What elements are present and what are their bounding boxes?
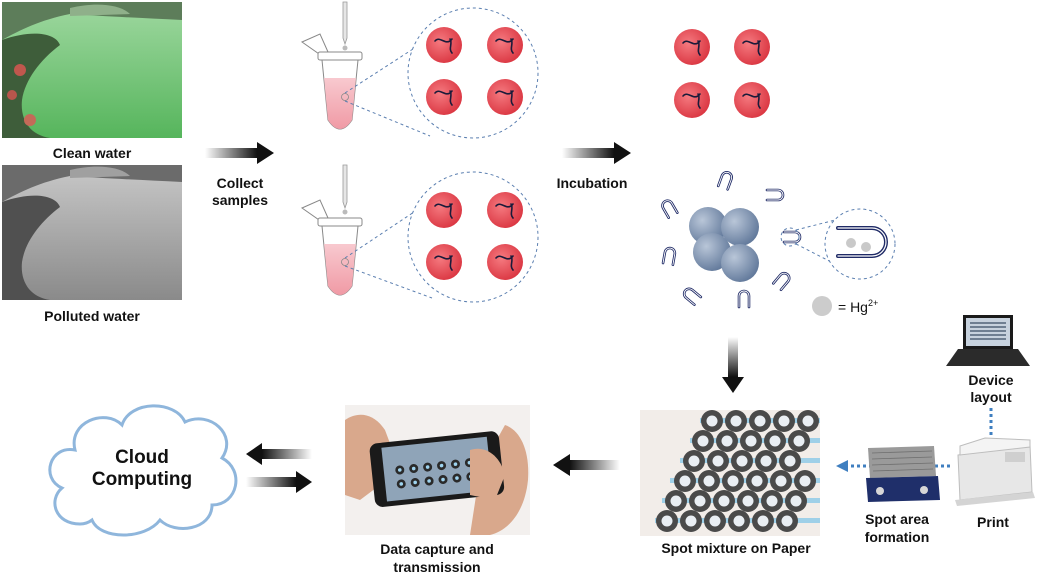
- printer-icon: [955, 437, 1035, 506]
- paper-spot: [701, 410, 723, 432]
- cloud-label-line1: Cloud: [115, 447, 169, 468]
- paper-spot: [713, 490, 735, 512]
- paper-spot: [749, 410, 771, 432]
- aptamer-magnified: [780, 208, 896, 280]
- paper-spot: [704, 510, 726, 532]
- polluted-water-label: Polluted water: [44, 308, 140, 324]
- hg-legend-text: = Hg2+: [838, 298, 878, 315]
- paper-spot: [707, 450, 729, 472]
- paper-spot: [674, 470, 696, 492]
- hotplate-icon: [866, 446, 940, 502]
- incubation-arrow: [562, 142, 631, 164]
- magnified-cells-2: [407, 171, 539, 303]
- print-label: Print: [977, 514, 1009, 530]
- down-arrow: [722, 337, 744, 393]
- polluted-water-photo: [2, 165, 182, 300]
- magnified-cells-1: [407, 7, 539, 139]
- paper-spot: [788, 430, 810, 452]
- smartphone-photo: [345, 405, 530, 535]
- hg-legend: = Hg2+: [812, 296, 878, 316]
- paper-spot: [728, 510, 750, 532]
- paper-spot: [779, 450, 801, 472]
- hg-legend-prefix: = Hg: [838, 299, 868, 315]
- paper-spot: [764, 430, 786, 452]
- hg-legend-superscript: 2+: [868, 298, 878, 308]
- cloud-computing-icon: [48, 404, 238, 537]
- incubated-cells: [673, 28, 771, 119]
- paper-spot: [683, 450, 705, 472]
- paper-spot: [797, 410, 819, 432]
- paper-spot: [761, 490, 783, 512]
- spot-area-label-line1: Spot area: [865, 511, 929, 527]
- spot-area-label-line2: formation: [865, 529, 930, 545]
- device-label-line2: layout: [970, 389, 1012, 405]
- collect-arrow: [205, 142, 274, 164]
- cloud-label-line2: Computing: [92, 469, 192, 490]
- paper-spot: [746, 470, 768, 492]
- device-label-line1: Device: [968, 372, 1013, 388]
- paper-spot: [773, 410, 795, 432]
- paper-spot: [689, 490, 711, 512]
- to-cloud-arrow: [246, 443, 312, 465]
- sample-tube-2: [300, 164, 433, 299]
- laptop-icon: [946, 315, 1030, 366]
- paper-spot: [731, 450, 753, 472]
- paper-spot-array: [640, 410, 820, 536]
- paper-spot: [752, 510, 774, 532]
- paper-spot: [776, 510, 798, 532]
- paper-spot: [794, 470, 816, 492]
- paper-spot: [755, 450, 777, 472]
- paper-spot: [722, 470, 744, 492]
- spot-mixture-label: Spot mixture on Paper: [661, 540, 811, 556]
- collect-label-line2: samples: [212, 192, 268, 208]
- paper-spot: [740, 430, 762, 452]
- clean-water-photo: [2, 2, 182, 139]
- nanoparticle-cluster: [689, 207, 759, 282]
- data-capture-label-line2: transmission: [393, 559, 480, 575]
- printer-to-plate-arrowhead: [836, 460, 848, 472]
- paper-spot: [698, 470, 720, 492]
- paper-spot: [725, 410, 747, 432]
- paper-spot: [737, 490, 759, 512]
- paper-spot: [680, 510, 702, 532]
- paper-spot: [665, 490, 687, 512]
- incubation-label: Incubation: [557, 175, 628, 191]
- paper-spot: [785, 490, 807, 512]
- paper-spot: [716, 430, 738, 452]
- clean-water-label: Clean water: [53, 145, 132, 161]
- from-cloud-arrow: [246, 471, 312, 493]
- paper-spot: [692, 430, 714, 452]
- paper-spot: [656, 510, 678, 532]
- paper-to-phone-arrow: [553, 454, 620, 476]
- collect-label-line1: Collect: [217, 175, 264, 191]
- data-capture-label-line1: Data capture and: [380, 541, 494, 557]
- paper-spot: [770, 470, 792, 492]
